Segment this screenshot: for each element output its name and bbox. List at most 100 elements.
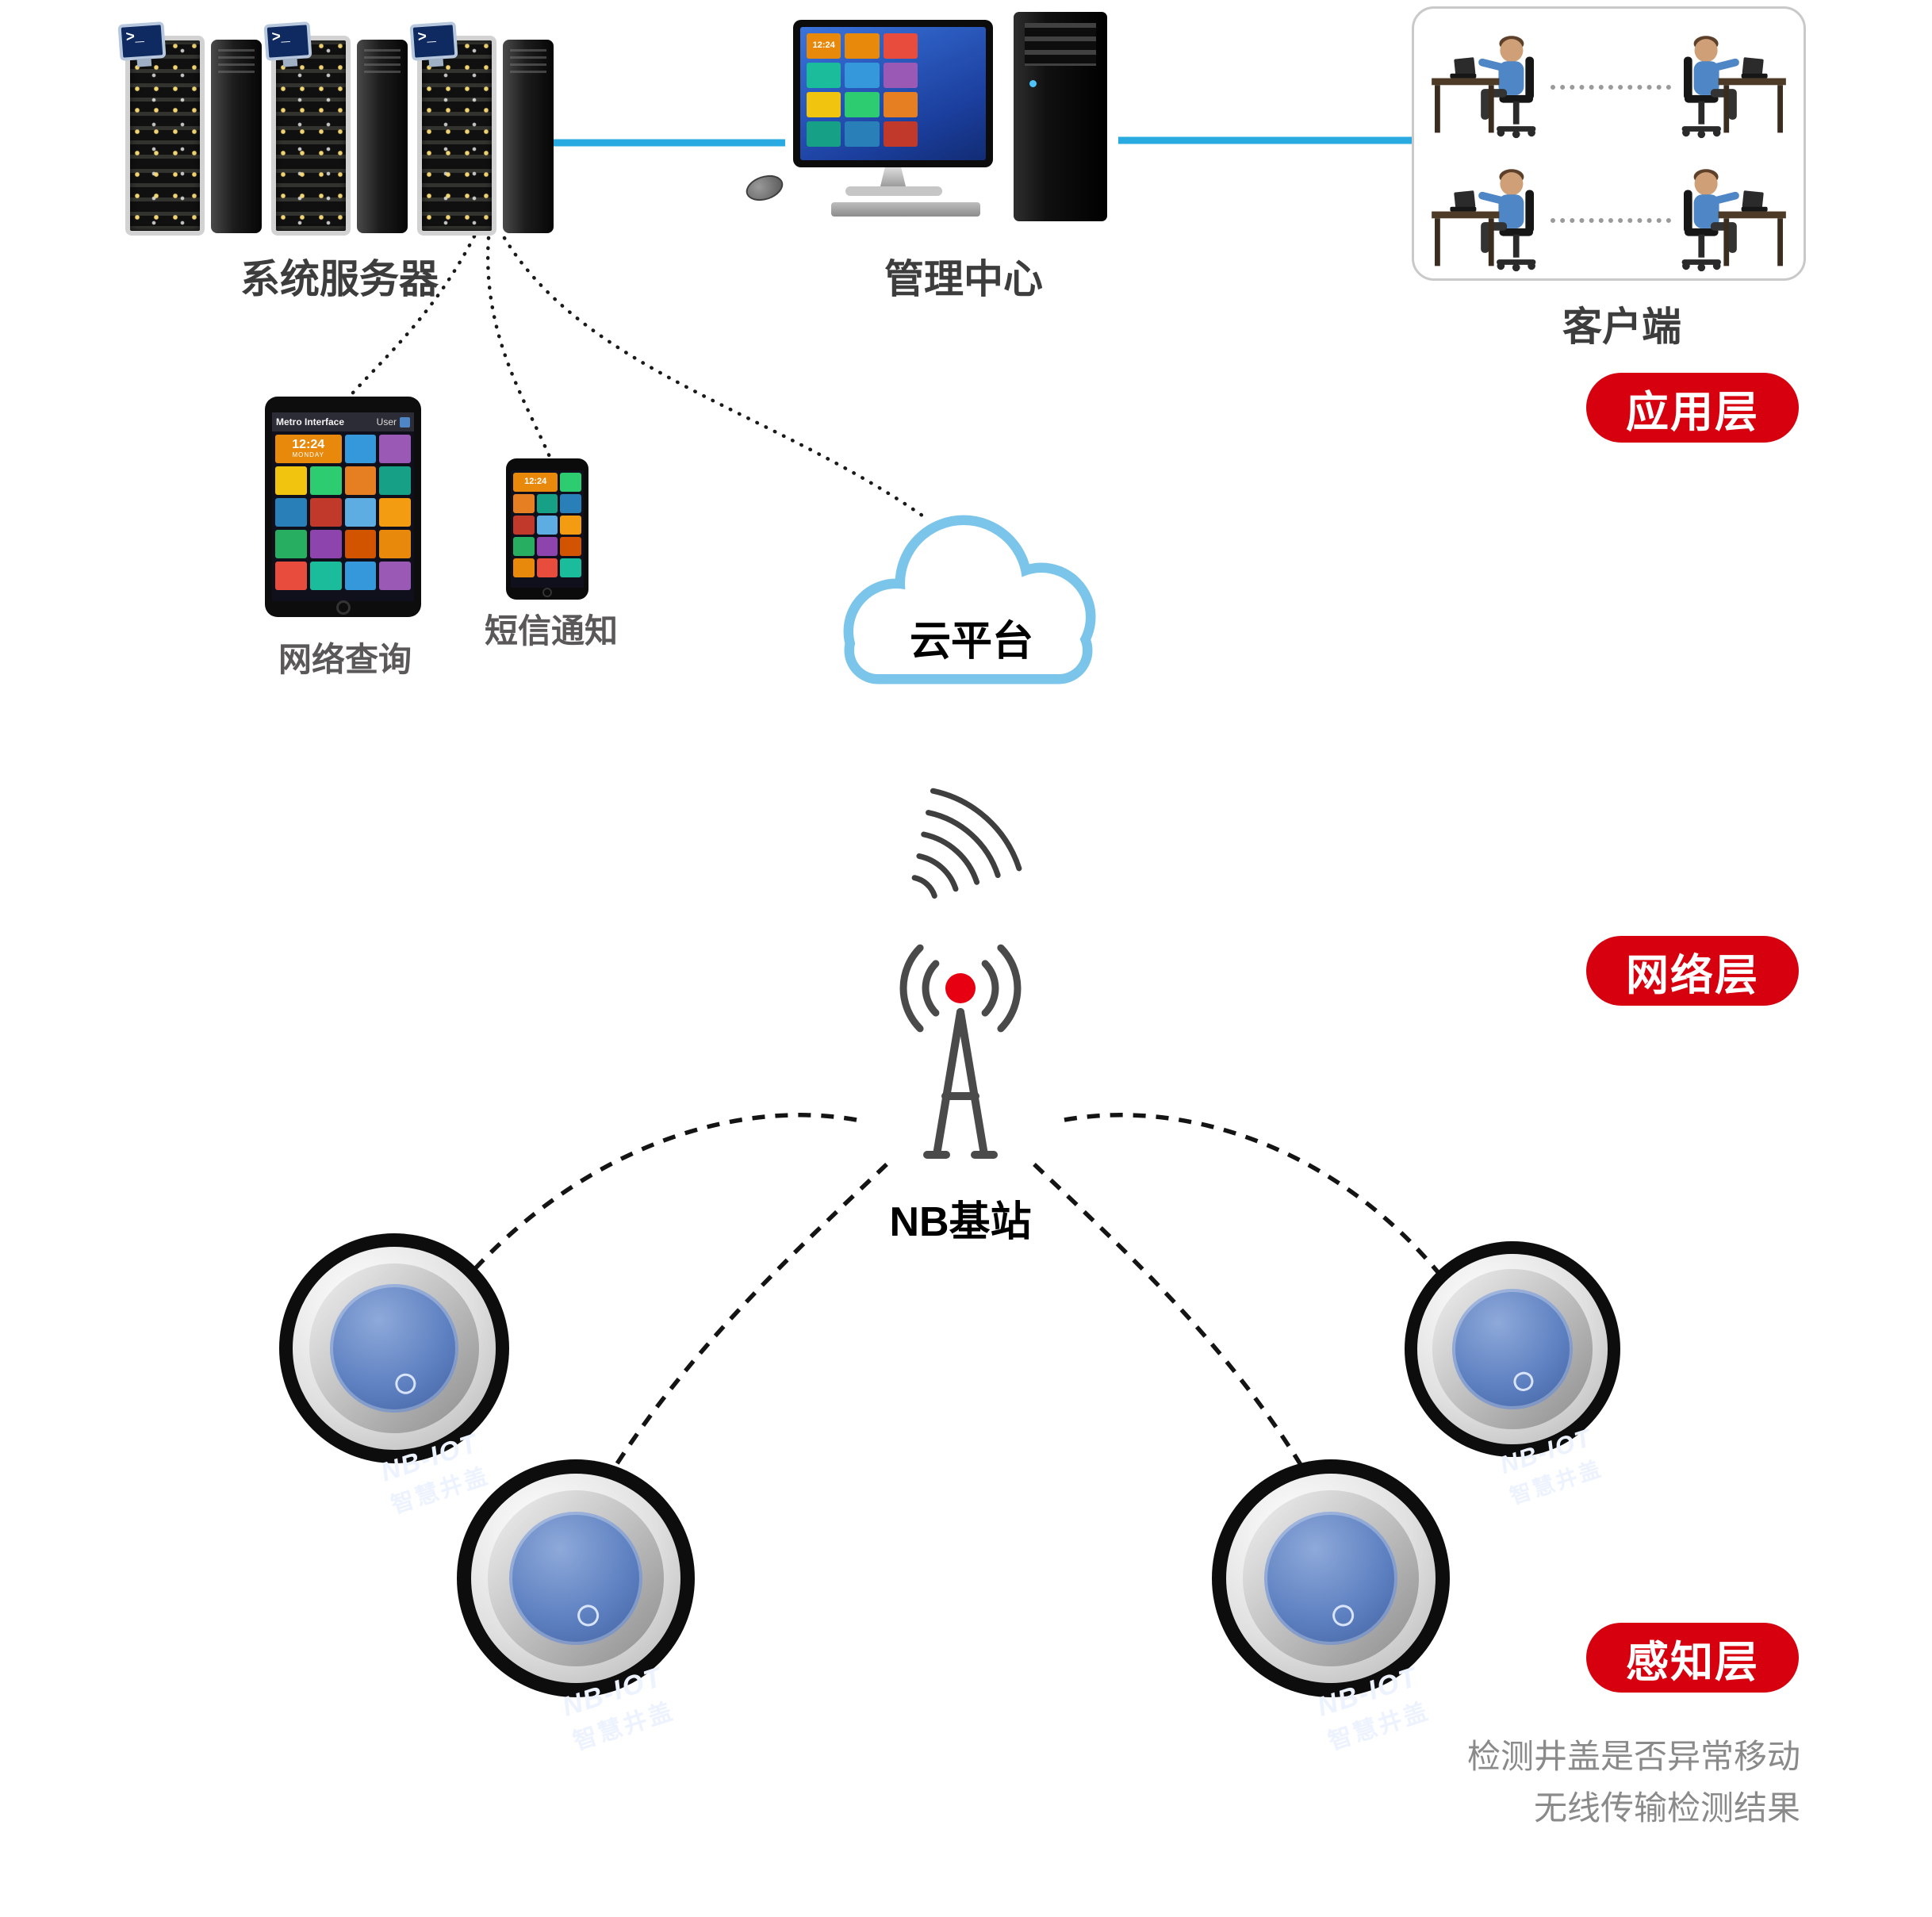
cover-disc: NB-IOT 智慧井盖	[508, 1511, 677, 1754]
dotted-connector	[1551, 218, 1671, 223]
app-tile-icon	[379, 562, 411, 590]
phone-label: 短信通知	[484, 612, 618, 650]
cover-disc: NB-IOT 智慧井盖	[1451, 1288, 1605, 1509]
manhole-cover: NB-IOT 智慧井盖	[1212, 1459, 1450, 1754]
app-tile-icon	[845, 33, 880, 59]
manhole-cover: NB-IOT 智慧井盖	[1405, 1241, 1620, 1509]
perception-notes: 检测井盖是否异常移动 无线传输检测结果	[1467, 1731, 1800, 1834]
manhole-cover: NB-IOT 智慧井盖	[457, 1459, 695, 1754]
app-tile-icon	[513, 537, 535, 556]
app-tile-icon	[513, 558, 535, 577]
tablet-screen: Metro Interface User 12:24 MONDAY	[272, 412, 414, 601]
tablet-label: 网络查询	[278, 641, 412, 678]
app-tile-icon	[807, 121, 841, 147]
app-tile-icon	[513, 516, 535, 535]
manhole-cover: NB-IOT 智慧井盖	[279, 1233, 509, 1518]
app-tile-icon	[275, 562, 307, 590]
tablet-time: 12:24	[292, 438, 325, 452]
phone-clock-tile: 12:24	[513, 473, 558, 492]
app-tile-icon	[379, 530, 411, 558]
app-tile-icon	[275, 530, 307, 558]
keyboard-icon	[831, 202, 980, 217]
dotted-connector	[1551, 85, 1671, 90]
layer-badge-application: 应用层	[1586, 373, 1799, 443]
monitor-tile-grid: 12:24	[807, 33, 918, 147]
layer-badge-perception: 感知层	[1586, 1623, 1799, 1693]
app-tile-icon	[807, 92, 841, 117]
tablet-tile-grid: 12:24 MONDAY	[272, 431, 414, 601]
app-tile-icon	[379, 435, 411, 463]
server-rack	[417, 36, 496, 236]
app-tile-icon	[845, 121, 880, 147]
cover-silver-ring: NB-IOT 智慧井盖	[1243, 1490, 1432, 1754]
cover-silver-ring: NB-IOT 智慧井盖	[309, 1263, 493, 1518]
app-tile-icon	[344, 435, 377, 463]
monitor-time: 12:24	[812, 40, 835, 51]
home-button-icon	[335, 600, 351, 615]
phone-screen: 12:24	[511, 470, 584, 588]
person-at-desk-icon	[1655, 18, 1786, 141]
nb-base-station	[865, 918, 1056, 1188]
person-at-desk-icon	[1432, 18, 1562, 141]
app-tile-icon	[536, 494, 558, 513]
monitor-clock-tile: 12:24	[807, 33, 841, 59]
app-tile-icon	[309, 498, 342, 527]
telecom-logo-icon	[1329, 1601, 1357, 1629]
app-tile-icon	[344, 498, 377, 527]
tablet-header-user: User	[376, 416, 397, 427]
server-rack	[271, 36, 351, 236]
cover-outer-ring: NB-IOT 智慧井盖	[293, 1247, 496, 1518]
avatar-icon	[400, 416, 410, 427]
cover-silver-ring: NB-IOT 智慧井盖	[1432, 1269, 1605, 1509]
monitor-stand	[880, 167, 906, 186]
cover-silver-ring: NB-IOT 智慧井盖	[488, 1490, 677, 1754]
management-label: 管理中心	[884, 257, 1043, 301]
phone-tile-grid: 12:24	[511, 470, 584, 580]
home-button-icon	[542, 588, 552, 597]
cover-outer-ring: NB-IOT 智慧井盖	[1226, 1474, 1436, 1754]
phone-device: 12:24	[506, 458, 588, 600]
note-line: 检测井盖是否异常移动	[1466, 1738, 1800, 1775]
tablet-header-title: Metro Interface	[276, 416, 345, 427]
person-at-desk-icon	[1432, 151, 1562, 274]
app-tile-icon	[845, 63, 880, 88]
monitor: 12:24	[793, 20, 993, 167]
cover-outer-ring: NB-IOT 智慧井盖	[471, 1474, 680, 1754]
app-tile-icon	[845, 92, 880, 117]
cloud-platform: 云平台	[797, 490, 1146, 724]
telecom-logo-icon	[392, 1370, 419, 1397]
terminal-screen-icon: >_	[117, 21, 167, 61]
server-unit: >_	[263, 21, 408, 240]
signal-waves-icon	[911, 788, 1022, 899]
app-tile-icon	[560, 494, 581, 513]
app-tile-icon	[513, 494, 535, 513]
telecom-logo-icon	[1510, 1369, 1535, 1394]
app-tile-icon	[344, 466, 377, 495]
base-station-label: NB基站	[889, 1199, 1032, 1245]
monitor-screen: 12:24	[800, 27, 986, 160]
telecom-logo-icon	[574, 1601, 602, 1629]
dashed-links-covers	[462, 1113, 1447, 1469]
server-rack	[125, 36, 205, 236]
app-tile-icon	[536, 537, 558, 556]
app-tile-icon	[560, 537, 581, 556]
app-tile-icon	[883, 33, 918, 59]
app-tile-icon	[883, 63, 918, 88]
app-tile-icon	[560, 473, 581, 492]
cover-disc: NB-IOT 智慧井盖	[329, 1283, 493, 1518]
cover-disc: NB-IOT 智慧井盖	[1263, 1511, 1432, 1754]
server-unit: >_	[409, 21, 554, 240]
app-tile-icon	[560, 558, 581, 577]
cloud-icon	[843, 515, 1096, 684]
terminal-screen-icon: >_	[263, 21, 312, 61]
phone-time: 12:24	[524, 477, 547, 487]
server-rack-group: >_ >_ >_	[117, 21, 554, 240]
layer-badge-network: 网络层	[1586, 936, 1799, 1006]
server-tower	[211, 40, 262, 233]
tablet-device: Metro Interface User 12:24 MONDAY	[265, 397, 421, 617]
app-tile-icon	[536, 516, 558, 535]
management-computer: 12:24	[738, 12, 1130, 246]
app-tile-icon	[807, 63, 841, 88]
app-tile-icon	[379, 466, 411, 495]
